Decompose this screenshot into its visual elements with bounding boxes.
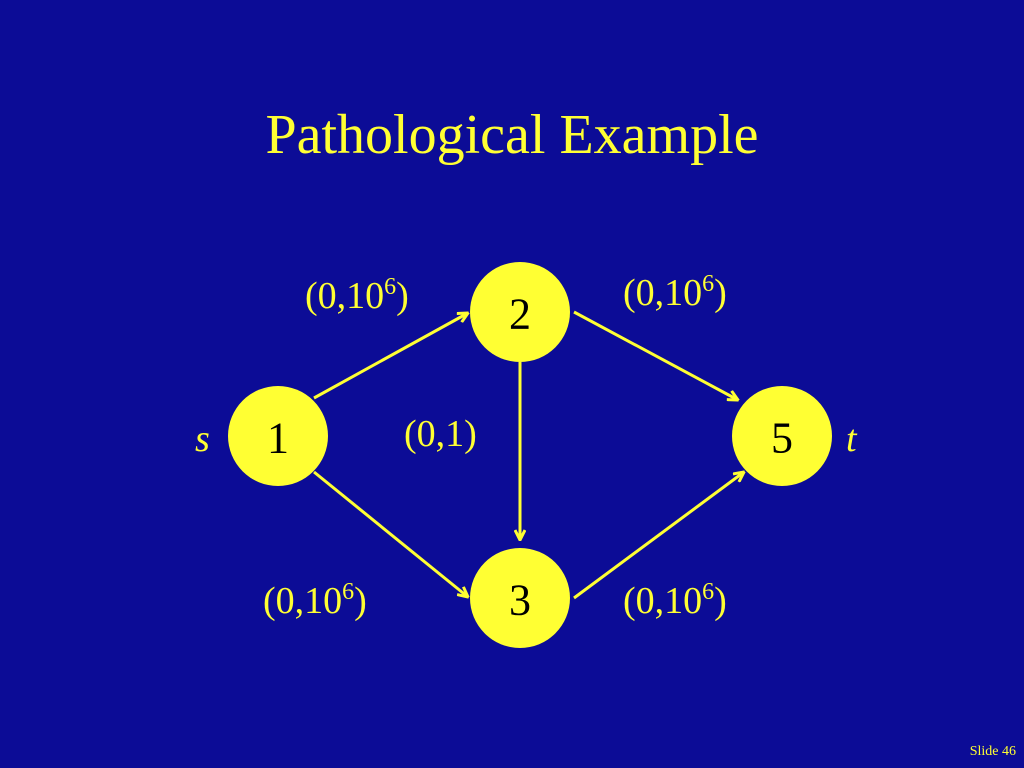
edge-label-2-3: (0,1) [404,413,477,455]
source-label: s [195,418,210,460]
node-3: 3 [470,548,570,648]
sink-label: t [846,418,858,460]
edge-label-3-5: (0,106) [623,579,727,622]
slide-number: Slide 46 [970,744,1016,760]
node-1-label: 1 [267,414,289,463]
node-1: 1 [228,386,328,486]
node-2: 2 [470,262,570,362]
node-2-label: 2 [509,290,531,339]
node-5: 5 [732,386,832,486]
slide-number-value: 46 [1002,744,1016,759]
edge-3-5 [573,472,744,600]
node-3-label: 3 [509,576,531,625]
slide-title: Pathological Example [265,104,759,166]
edge-label-2-5: (0,106) [623,271,727,314]
edge-label-1-3: (0,106) [263,579,367,622]
edge-label-1-2: (0,106) [305,274,409,317]
node-5-label: 5 [771,414,793,463]
slide-number-prefix: Slide [969,744,999,759]
edge-1-3 [313,470,468,597]
edge-1-2 [313,313,468,400]
edge-2-5 [573,310,738,400]
